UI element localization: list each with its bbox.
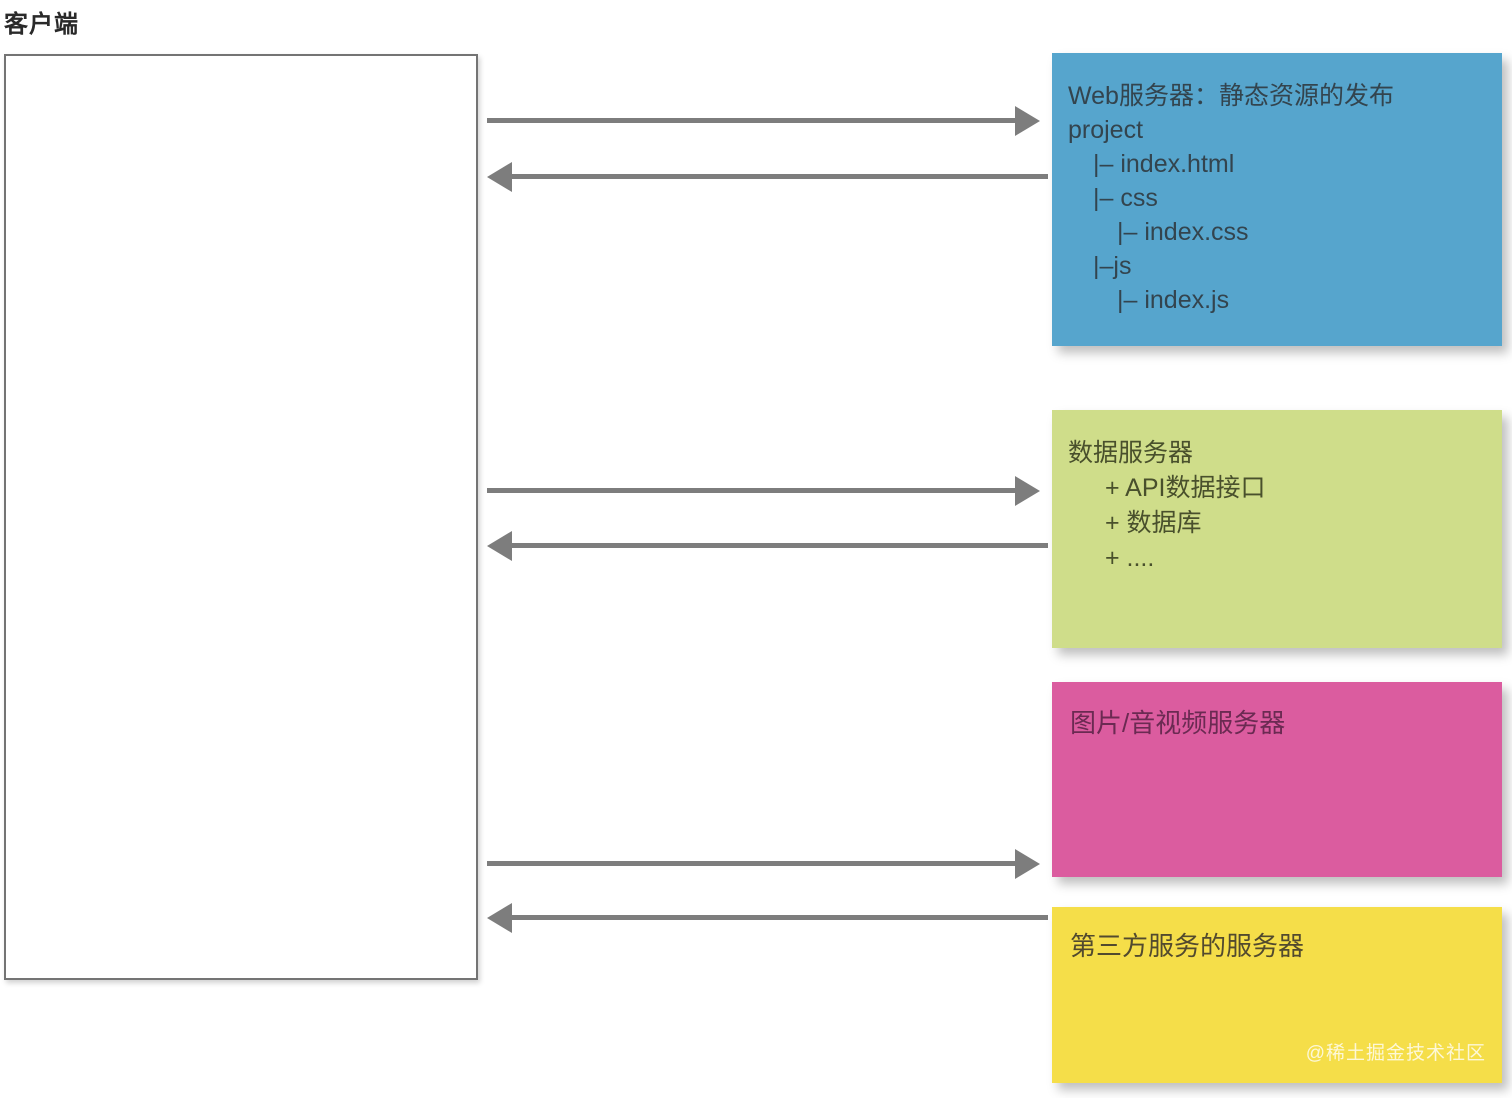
tree-item: |– index.js xyxy=(1117,286,1230,314)
client-label: 客户端 xyxy=(4,11,79,38)
arrow-shaft xyxy=(487,488,1020,493)
third-party-server-box: 第三方服务的服务器 @稀土掘金技术社区 xyxy=(1052,907,1502,1083)
arrowhead-right-icon xyxy=(1015,106,1040,136)
list-item: + API数据接口 xyxy=(1105,474,1266,502)
list-item: + 数据库 xyxy=(1105,509,1202,537)
data-server-box: 数据服务器 + API数据接口 + 数据库 + .... xyxy=(1052,410,1502,648)
arrowhead-right-icon xyxy=(1015,476,1040,506)
arrow-web-server-to-client xyxy=(487,162,1048,192)
list-item: + .... xyxy=(1105,544,1155,572)
arrow-shaft xyxy=(507,174,1048,179)
arrow-client-to-web-server xyxy=(487,106,1040,136)
web-server-box: Web服务器：静态资源的发布 project |– index.html |– … xyxy=(1052,53,1502,346)
arrow-shaft xyxy=(487,861,1020,866)
arrowhead-left-icon xyxy=(487,531,512,561)
tree-item: |– index.html xyxy=(1093,150,1235,178)
arrow-client-to-media-server xyxy=(487,849,1040,879)
arrow-client-to-data-server xyxy=(487,476,1040,506)
arrowhead-left-icon xyxy=(487,162,512,192)
media-server-box: 图片/音视频服务器 xyxy=(1052,682,1502,877)
media-server-title: 图片/音视频服务器 xyxy=(1070,708,1286,738)
tree-root: project xyxy=(1068,116,1144,144)
arrow-shaft xyxy=(507,543,1048,548)
tree-item: |– index.css xyxy=(1117,218,1249,246)
tree-item: |–js xyxy=(1093,252,1132,280)
client-box xyxy=(4,54,478,980)
arrow-shaft xyxy=(487,118,1020,123)
arrow-third-party-server-to-client xyxy=(487,903,1048,933)
web-server-title: Web服务器：静态资源的发布 xyxy=(1068,82,1394,110)
tree-item: |– css xyxy=(1093,184,1158,212)
arrow-shaft xyxy=(507,915,1048,920)
arrowhead-left-icon xyxy=(487,903,512,933)
watermark: @稀土掘金技术社区 xyxy=(1305,1043,1486,1064)
arrowhead-right-icon xyxy=(1015,849,1040,879)
data-server-title: 数据服务器 xyxy=(1068,439,1194,467)
third-party-server-title: 第三方服务的服务器 xyxy=(1070,931,1305,961)
arrow-data-server-to-client xyxy=(487,531,1048,561)
